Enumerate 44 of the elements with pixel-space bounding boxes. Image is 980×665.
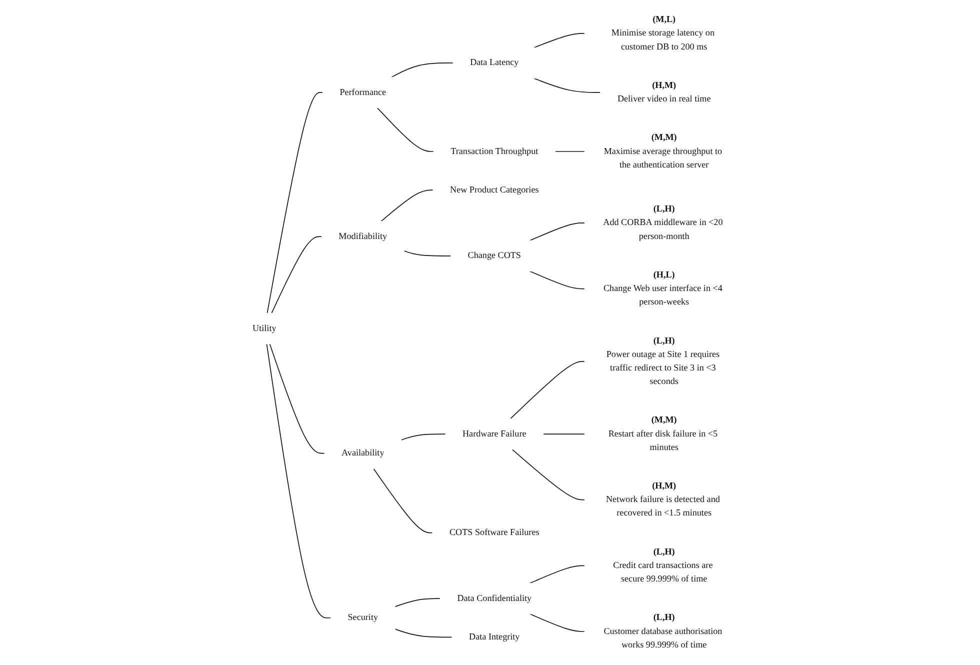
connector (381, 190, 434, 222)
connector (270, 343, 326, 454)
node-text: (H,M) Deliver video in real time (618, 80, 712, 104)
connector (267, 92, 324, 314)
connector (401, 434, 446, 440)
connector (395, 598, 442, 608)
node-text: (L,H) Add CORBA middleware in <20 person-month (604, 204, 724, 242)
node-text: (L,H) Power outage at Site 1 requires traffic redirect to Site 3 in <3 seconds (606, 336, 720, 386)
connector (404, 250, 452, 256)
node-text: (L,H) Customer database authorisation works 99.999% of time (604, 612, 723, 650)
connector (266, 343, 332, 618)
node-text: Change COTS (468, 250, 522, 260)
node-text: Transaction Throughput (451, 146, 539, 156)
node-text: Utility (253, 323, 277, 334)
node-text: New Product Categories (450, 184, 540, 195)
node-text: Hardware Failure (462, 428, 527, 439)
node-text: (M,M) Maximise average throughput to the authentication server (604, 132, 723, 170)
node-text: Modifiability (339, 232, 388, 242)
node-text: Security (348, 612, 378, 622)
connector (530, 565, 586, 584)
connector (272, 236, 323, 314)
connector (377, 107, 434, 152)
node-text: (H,L) Change Web user interface in <4 person-weeks (604, 270, 723, 307)
node-text: Data Latency (470, 58, 520, 68)
node-text: Performance (340, 87, 387, 98)
node-text: (L,H) Credit card transactions are secure 99.999% of time (614, 546, 714, 584)
node-text: (M,L) Minimise storage latency on customer DB to 200 ms (612, 14, 715, 52)
connector (555, 151, 586, 152)
connector (530, 614, 586, 632)
connector (534, 33, 586, 48)
connector (512, 448, 586, 500)
node-text: (H,M) Network failure is detected and recovered in <1.5 minutes (606, 481, 720, 518)
connector (374, 468, 434, 534)
connector (392, 62, 454, 78)
node-text: Availability (342, 448, 385, 458)
connector (395, 628, 453, 638)
node-text: COTS Software Failures (450, 528, 540, 538)
node-text: Data Integrity (470, 632, 520, 642)
node-text: Data Confidentiality (458, 593, 532, 604)
connector (530, 222, 586, 242)
connector (534, 78, 602, 93)
connector (510, 361, 586, 420)
connector (530, 270, 586, 290)
node-text: (M,M) Restart after disk failure in <5 minutes (608, 415, 718, 452)
